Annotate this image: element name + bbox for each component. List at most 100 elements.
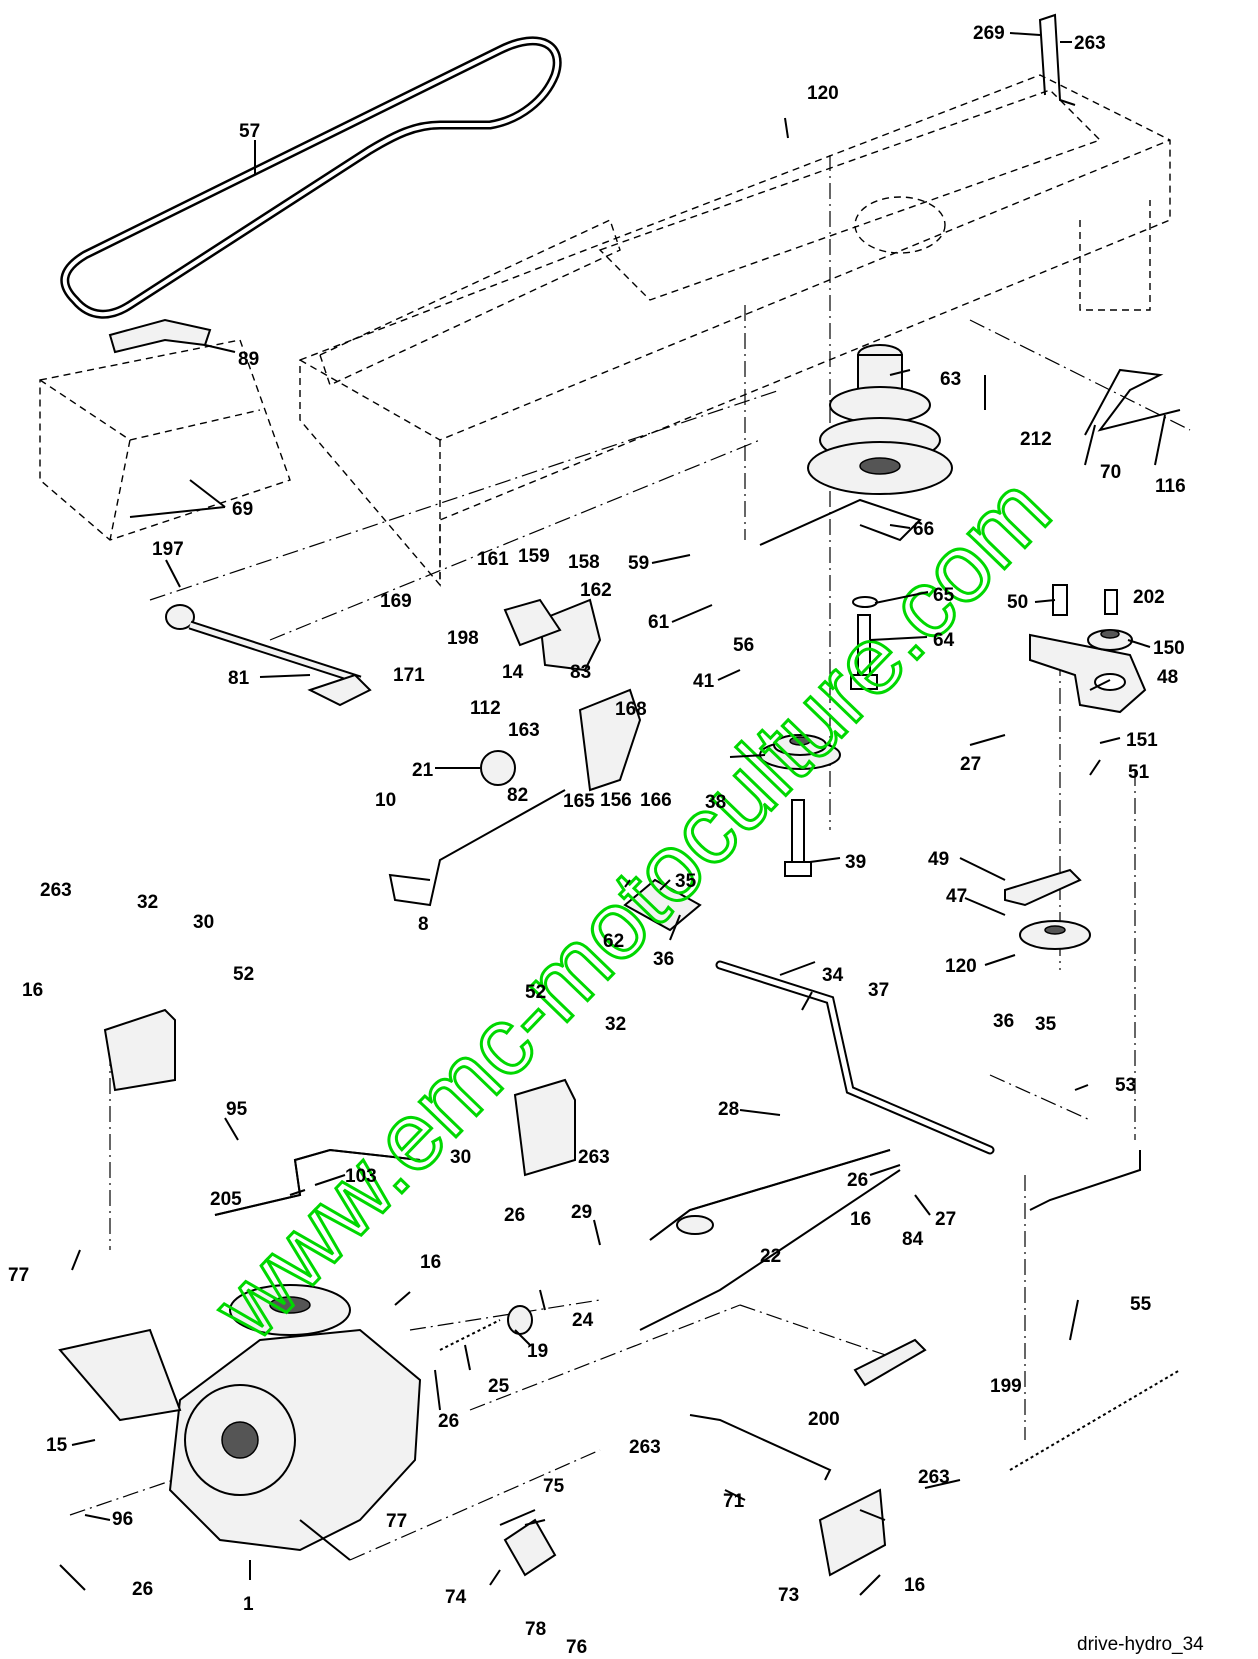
label-51: 51 <box>1128 762 1150 783</box>
bracket-158-plate <box>503 598 602 672</box>
label-19: 19 <box>527 1341 548 1362</box>
label-84: 84 <box>902 1229 924 1250</box>
label-35-center: 35 <box>675 871 697 892</box>
label-103: 103 <box>345 1166 377 1187</box>
label-205: 205 <box>210 1189 242 1210</box>
label-162: 162 <box>580 580 612 601</box>
label-25: 25 <box>488 1376 510 1397</box>
label-36-center: 36 <box>653 949 674 970</box>
shaft-34 <box>715 960 995 1155</box>
label-47: 47 <box>946 886 967 907</box>
bracket-84 <box>853 1338 927 1387</box>
rod-22 <box>639 1169 901 1331</box>
label-151: 151 <box>1126 730 1158 751</box>
label-29: 29 <box>571 1202 592 1223</box>
label-35-right: 35 <box>1035 1014 1057 1035</box>
bushing-62 <box>623 878 702 932</box>
label-120-top: 120 <box>807 83 839 104</box>
label-95: 95 <box>226 1099 248 1120</box>
label-112: 112 <box>470 698 501 719</box>
leader-lines <box>59 32 1166 1596</box>
bolt-39 <box>784 799 812 877</box>
belt-guide-bracket <box>108 318 212 354</box>
shaft-81 <box>165 604 372 707</box>
label-61: 61 <box>648 612 670 633</box>
label-165: 165 <box>563 791 595 812</box>
label-70: 70 <box>1100 462 1121 483</box>
label-15: 15 <box>46 1435 68 1456</box>
label-120-right: 120 <box>945 956 977 977</box>
label-263-left: 263 <box>40 880 72 901</box>
label-16-trans: 16 <box>420 1252 441 1273</box>
label-36-right: 36 <box>993 1011 1014 1032</box>
label-53: 53 <box>1115 1075 1136 1096</box>
idler-arm-48 <box>1029 633 1147 714</box>
label-27-right: 27 <box>960 754 981 775</box>
label-14: 14 <box>502 662 524 683</box>
label-34: 34 <box>822 965 844 986</box>
label-263-lowright: 263 <box>918 1467 950 1488</box>
guard-49 <box>1004 868 1082 907</box>
label-55: 55 <box>1130 1294 1152 1315</box>
spring-25 <box>439 1319 501 1351</box>
label-169: 169 <box>380 591 412 612</box>
mount-bracket-30-center <box>513 1078 576 1177</box>
label-77-left: 77 <box>8 1265 29 1286</box>
bolt-50 <box>1052 584 1068 616</box>
label-26-trans: 26 <box>438 1411 459 1432</box>
rod-95 <box>214 1148 421 1216</box>
label-49: 49 <box>928 849 949 870</box>
label-48: 48 <box>1157 667 1178 688</box>
label-171: 171 <box>393 665 425 686</box>
label-269: 269 <box>973 23 1005 44</box>
label-263-center: 263 <box>578 1147 610 1168</box>
label-83: 83 <box>570 662 591 683</box>
label-64: 64 <box>933 630 955 651</box>
label-73: 73 <box>778 1585 799 1606</box>
label-24: 24 <box>572 1310 594 1331</box>
label-161: 161 <box>477 549 509 570</box>
label-77-lower: 77 <box>386 1511 407 1532</box>
label-52-center: 52 <box>525 982 546 1003</box>
label-199: 199 <box>990 1376 1022 1397</box>
label-39: 39 <box>845 852 866 873</box>
drive-belt <box>60 36 562 319</box>
label-71: 71 <box>723 1491 745 1512</box>
label-32-left: 32 <box>137 892 158 913</box>
label-62: 62 <box>603 931 624 952</box>
label-50: 50 <box>1007 592 1028 613</box>
label-263-lower: 263 <box>629 1437 661 1458</box>
rod-28 <box>649 1149 891 1241</box>
label-159: 159 <box>518 546 550 567</box>
label-63: 63 <box>940 369 961 390</box>
label-200: 200 <box>808 1409 840 1430</box>
label-41: 41 <box>693 671 715 692</box>
idler-pulley-38 <box>759 734 841 770</box>
bolt-202 <box>1104 589 1118 615</box>
label-78: 78 <box>525 1619 546 1640</box>
label-202: 202 <box>1133 587 1165 608</box>
label-22: 22 <box>760 1246 781 1267</box>
label-75: 75 <box>543 1476 565 1497</box>
label-26-spring: 26 <box>504 1205 525 1226</box>
label-1: 1 <box>243 1594 254 1615</box>
bracket-73 <box>818 1488 887 1577</box>
label-263-top: 263 <box>1074 33 1106 54</box>
rod-269 <box>1038 13 1076 106</box>
part-labels: 269 263 120 57 89 63 212 70 116 69 66 19… <box>8 23 1186 1658</box>
idler-arm-66 <box>759 498 922 546</box>
label-69: 69 <box>232 499 253 520</box>
label-30-left: 30 <box>193 912 214 933</box>
label-81: 81 <box>228 668 250 689</box>
label-26-right: 26 <box>847 1170 868 1191</box>
label-158: 158 <box>568 552 600 573</box>
label-163: 163 <box>508 720 540 741</box>
rod-53 <box>1029 1150 1141 1211</box>
label-89: 89 <box>238 349 259 370</box>
spindle-pulley-assembly <box>807 344 953 495</box>
label-197: 197 <box>152 539 184 560</box>
label-198: 198 <box>447 628 479 649</box>
spring-55 <box>1009 1369 1181 1471</box>
label-21: 21 <box>412 760 434 781</box>
label-76: 76 <box>566 1637 587 1658</box>
